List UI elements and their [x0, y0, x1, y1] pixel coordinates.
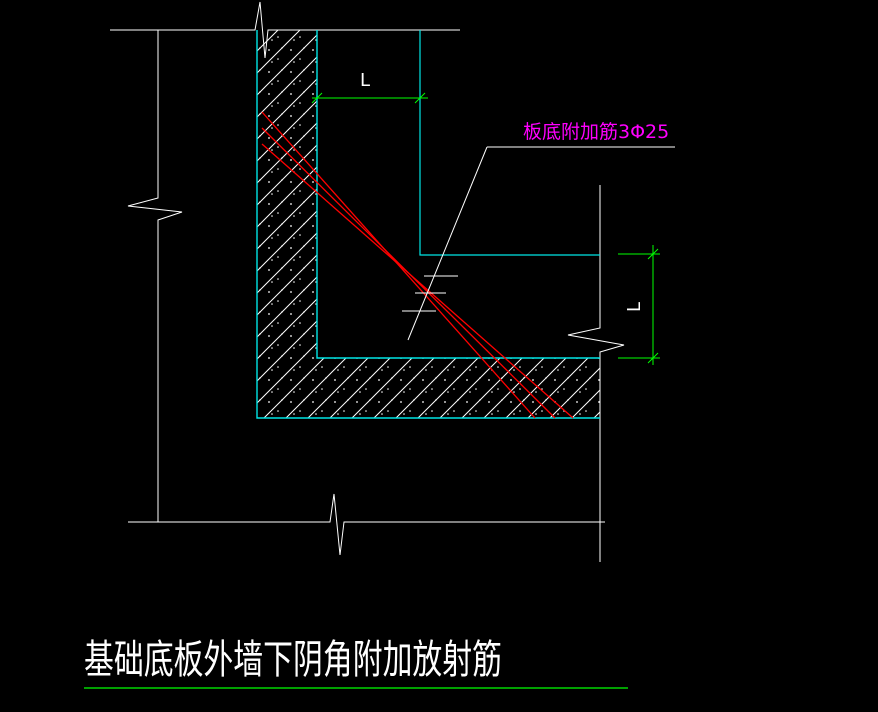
callout-leader-line — [407, 146, 488, 341]
dim-right-label: L — [624, 302, 645, 312]
concrete-section — [256, 30, 600, 419]
dim-top-tick-left — [311, 92, 323, 104]
radial-rebars — [261, 111, 574, 419]
dim-top-tick-right — [414, 92, 426, 104]
dimension-top: L — [311, 70, 428, 104]
dimension-right: L — [618, 245, 660, 365]
drawing-title: 基础底板外墙下阴角附加放射筋 — [84, 637, 502, 683]
rebar-3 — [261, 143, 574, 419]
callout-label: 板底附加筋3Φ25 — [523, 121, 669, 143]
callout-leader — [402, 146, 675, 341]
dim-top-label: L — [360, 70, 370, 91]
concrete-hatch-fill — [257, 30, 600, 418]
left-boundary-line — [127, 30, 183, 522]
bottom-boundary-line — [128, 493, 605, 556]
dim-right-tick-top — [647, 248, 659, 260]
dim-right-tick-bottom — [647, 352, 659, 364]
inner-step-line — [419, 30, 600, 256]
